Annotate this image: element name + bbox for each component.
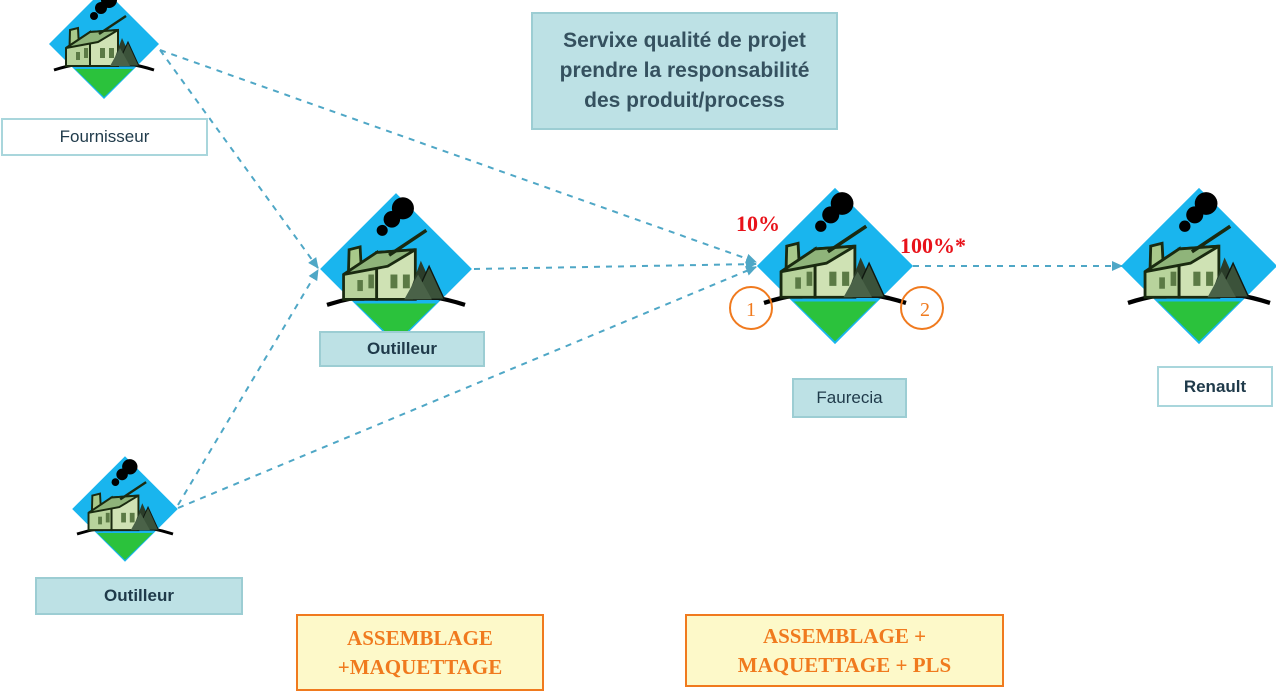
marker-2: 2	[900, 286, 944, 330]
node-label-faurecia: Faurecia	[792, 378, 907, 418]
arrow-outilleur-top-to-faurecia	[473, 259, 757, 270]
factory-icon	[1121, 188, 1276, 344]
marker-2-number: 2	[920, 299, 930, 321]
arrow-fournisseur-to-faurecia	[159, 49, 757, 264]
marker-1: 1	[729, 286, 773, 330]
arrow-outilleur-bottom-to-outilleur-top	[177, 269, 319, 506]
factory-icon	[47, 0, 161, 101]
arrow-outilleur-bottom-to-faurecia	[177, 266, 757, 509]
note-assemblage-maquettage-pls: ASSEMBLAGE + MAQUETTAGE + PLS	[685, 614, 1004, 687]
percent-out: 100%*	[900, 233, 966, 258]
arrow-fournisseur-to-outilleur-top	[159, 49, 319, 269]
node-label-outilleur-bottom: Outilleur	[35, 577, 243, 615]
percent-in: 10%	[736, 211, 780, 236]
node-label-outilleur-top: Outilleur	[319, 331, 485, 367]
title-box: Servixe qualité de projet prendre la res…	[531, 12, 838, 130]
connectors	[159, 49, 1123, 509]
node-label-fournisseur: Fournisseur	[1, 118, 208, 156]
node-label-renault: Renault	[1157, 366, 1273, 407]
factory-icon	[320, 193, 472, 345]
factory-icon	[70, 454, 180, 564]
factory-icon	[757, 188, 913, 344]
marker-1-number: 1	[746, 299, 756, 321]
note-assemblage-maquettage: ASSEMBLAGE +MAQUETTAGE	[296, 614, 544, 691]
